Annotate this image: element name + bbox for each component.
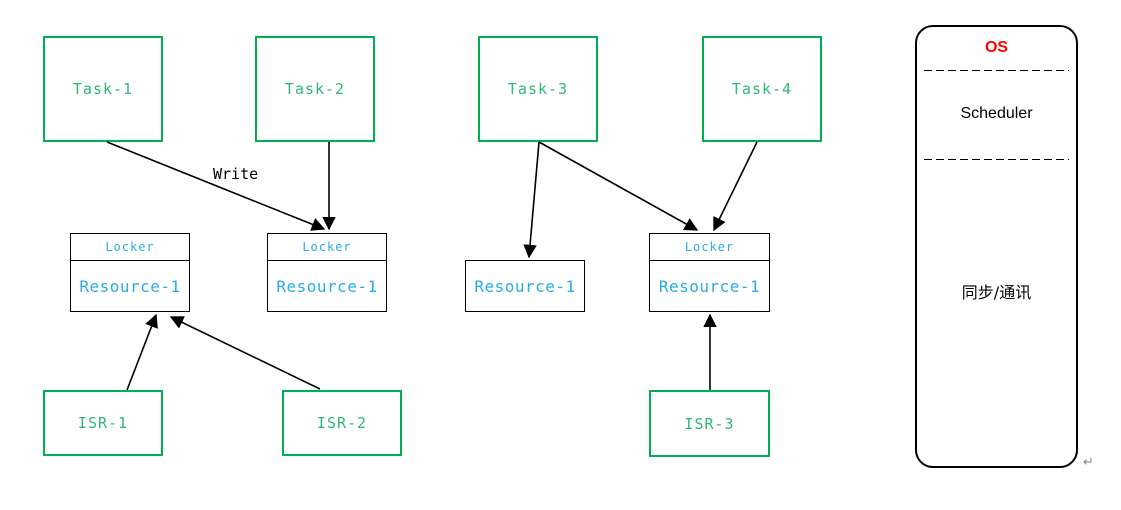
task-1-label: Task-1 [72,80,134,98]
task-1-box: Task-1 [43,36,163,142]
isr-1-label: ISR-1 [77,414,129,432]
locker-label: Locker [684,240,735,254]
resource-3-label: Resource-1 [474,276,576,296]
resource-3-box: Resource-1 [465,260,585,312]
resource-2-locker-header: Locker [268,234,386,261]
resource-1-label: Resource-1 [79,276,181,296]
os-panel-divider-2 [924,159,1069,160]
arrow-isr2-to-resource1 [169,316,321,390]
arrow-task3-to-resource3 [523,141,540,259]
os-sync-comm-label: 同步/通讯 [961,283,1032,302]
resource-4-box: Locker Resource-1 [649,233,770,312]
os-panel-divider-1 [924,70,1069,71]
arrow-task4-to-locker4 [713,141,758,232]
locker-label: Locker [302,240,352,254]
resource-4-locker-header: Locker [650,234,769,261]
paragraph-mark: ↵ [1083,455,1094,470]
resource-2-label: Resource-1 [276,276,378,296]
task-3-label: Task-3 [507,80,569,98]
resource-1-box: Locker Resource-1 [70,233,190,312]
arrow-isr1-to-resource1 [126,313,158,391]
locker-label: Locker [105,240,155,254]
resource-2-box: Locker Resource-1 [267,233,387,312]
isr-2-box: ISR-2 [282,390,402,456]
resource-1-locker-header: Locker [71,234,189,261]
resource-4-label: Resource-1 [658,276,761,296]
isr-2-label: ISR-2 [316,414,368,432]
arrow-task1-to-locker2 [106,141,326,231]
task-2-box: Task-2 [255,36,375,142]
arrow-task3-to-locker4 [538,141,699,231]
task-3-box: Task-3 [478,36,598,142]
os-panel-title: OS [984,39,1009,56]
os-scheduler-label: Scheduler [960,105,1033,122]
task-2-label: Task-2 [284,80,346,98]
isr-3-box: ISR-3 [649,390,770,457]
task-4-box: Task-4 [702,36,822,142]
write-edge-label: Write [211,165,261,183]
task-4-label: Task-4 [731,80,793,98]
os-panel: OS Scheduler 同步/通讯 [915,25,1078,468]
isr-1-box: ISR-1 [43,390,163,456]
isr-3-label: ISR-3 [684,414,735,433]
